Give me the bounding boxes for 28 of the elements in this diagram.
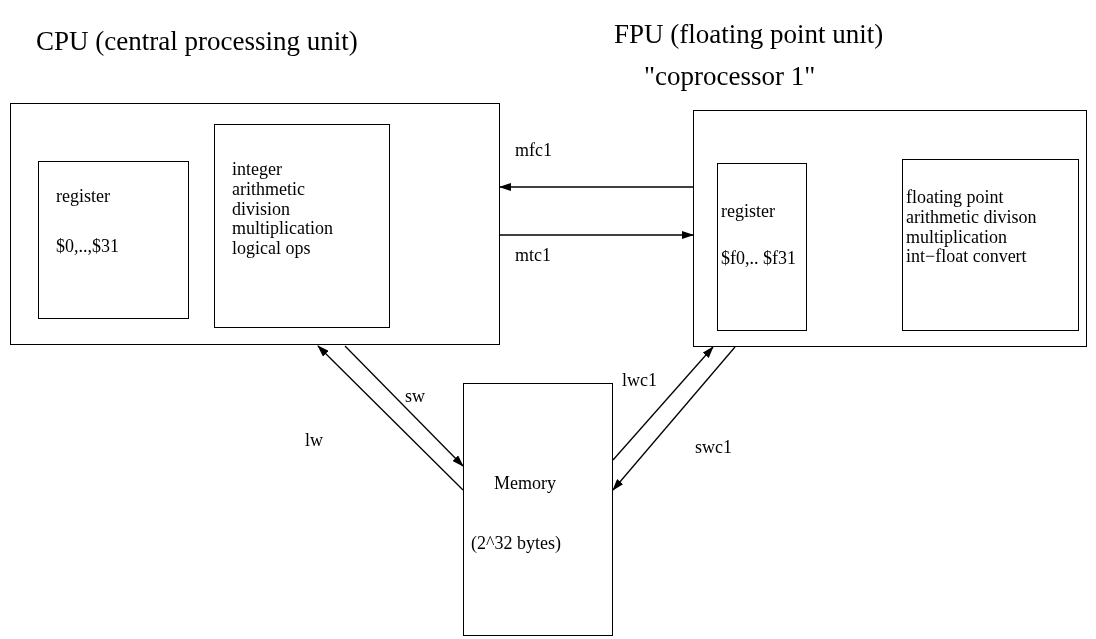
register-box	[717, 163, 807, 331]
edge-label: sw	[405, 386, 425, 407]
memory-size: (2^32 bytes)	[471, 534, 561, 554]
arrow	[344, 345, 464, 467]
box-label: register	[56, 187, 110, 207]
edge-label: lw	[305, 430, 323, 451]
box-heading: CPU (central processing unit)	[36, 26, 358, 57]
box-subheading: "coprocessor 1"	[644, 61, 816, 92]
box-label: register	[721, 202, 775, 222]
register-range: $f0,.. $f31	[721, 249, 796, 269]
edge-label: swc1	[695, 437, 732, 458]
arrow	[317, 345, 464, 491]
unit-box	[902, 159, 1079, 331]
register-box	[38, 161, 189, 319]
arrow	[612, 346, 736, 491]
box-label: Memory	[494, 474, 556, 494]
operation-list: integer arithmetic division multiplication logical ops	[232, 160, 357, 259]
arrow	[499, 231, 694, 239]
edge-label: mtc1	[515, 245, 551, 266]
box-heading: FPU (floating point unit)	[614, 19, 884, 50]
operation-list: floating point arithmetic divison multiplication int−float convert	[906, 188, 1038, 268]
edge-label: lwc1	[622, 370, 657, 391]
memory-box	[463, 383, 613, 636]
unit-box	[214, 124, 390, 328]
edge-label: mfc1	[515, 140, 552, 161]
register-range: $0,..,$31	[56, 237, 119, 257]
arrow	[612, 346, 714, 461]
arrow	[499, 183, 694, 191]
